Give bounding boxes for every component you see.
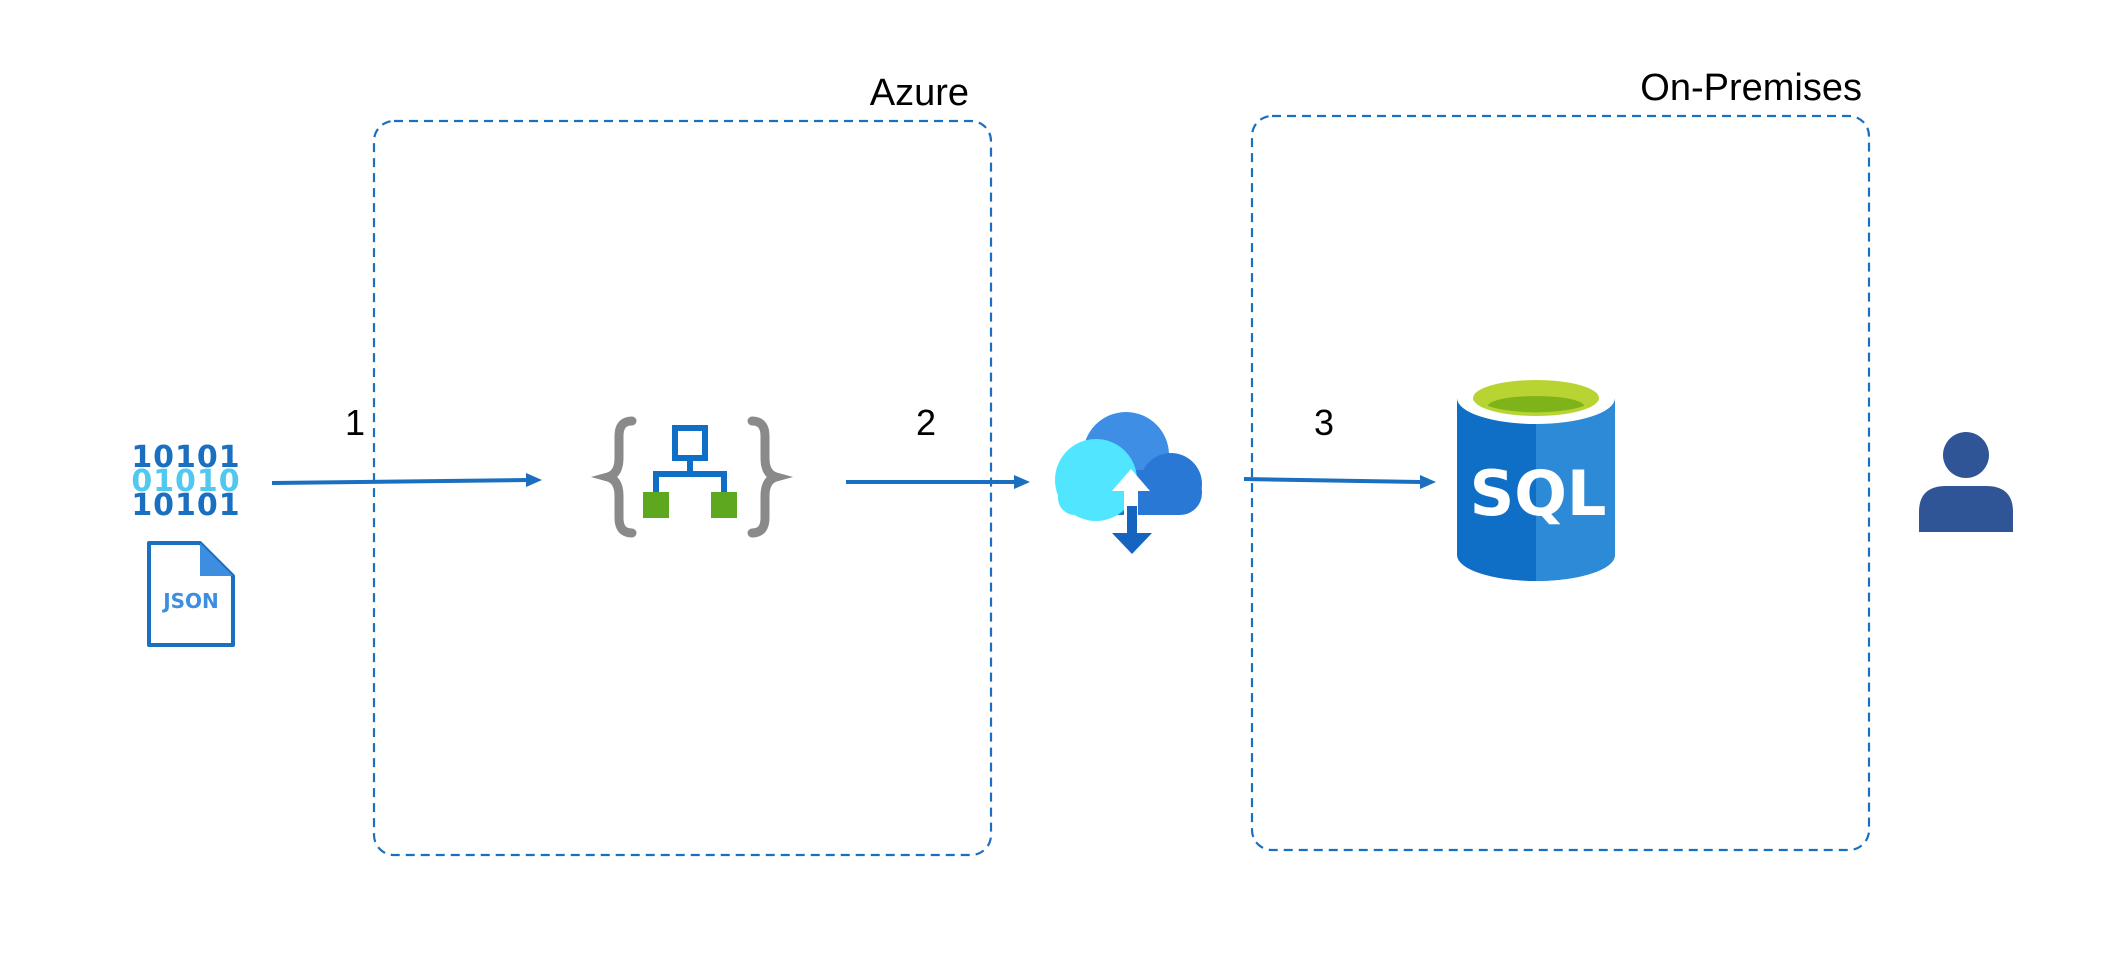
azure-group-title: Azure: [870, 72, 969, 114]
flow-arrow-3: 3: [1243, 402, 1436, 489]
step-label-2: 2: [916, 402, 936, 443]
flow-arrow-2: 2: [846, 402, 1030, 489]
on-premises-boundary: [1250, 114, 1871, 852]
user-icon: [1919, 432, 2013, 532]
data-source-node: 10101 01010 10101 JSON: [131, 440, 240, 647]
on-premises-group-title: On-Premises: [1640, 67, 1862, 109]
binary-data-icon: 10101 01010 10101: [131, 440, 240, 523]
svg-text:01010: 01010: [131, 464, 240, 499]
logic-app-icon: [590, 416, 794, 538]
sql-database-icon: SQL: [1457, 372, 1615, 581]
azure-boundary: [372, 119, 993, 857]
azure-group: Azure: [372, 72, 993, 857]
sql-label: SQL: [1470, 457, 1607, 530]
json-label: JSON: [161, 589, 219, 613]
flow-arrow-1: 1: [271, 402, 542, 487]
on-premises-data-gateway-icon: [1055, 412, 1202, 554]
svg-text:10101: 10101: [131, 488, 240, 523]
on-premises-group: On-Premises: [1250, 67, 1871, 852]
step-label-1: 1: [345, 402, 365, 443]
svg-text:10101: 10101: [131, 440, 240, 475]
json-file-icon: JSON: [147, 541, 235, 647]
step-label-3: 3: [1314, 402, 1334, 443]
